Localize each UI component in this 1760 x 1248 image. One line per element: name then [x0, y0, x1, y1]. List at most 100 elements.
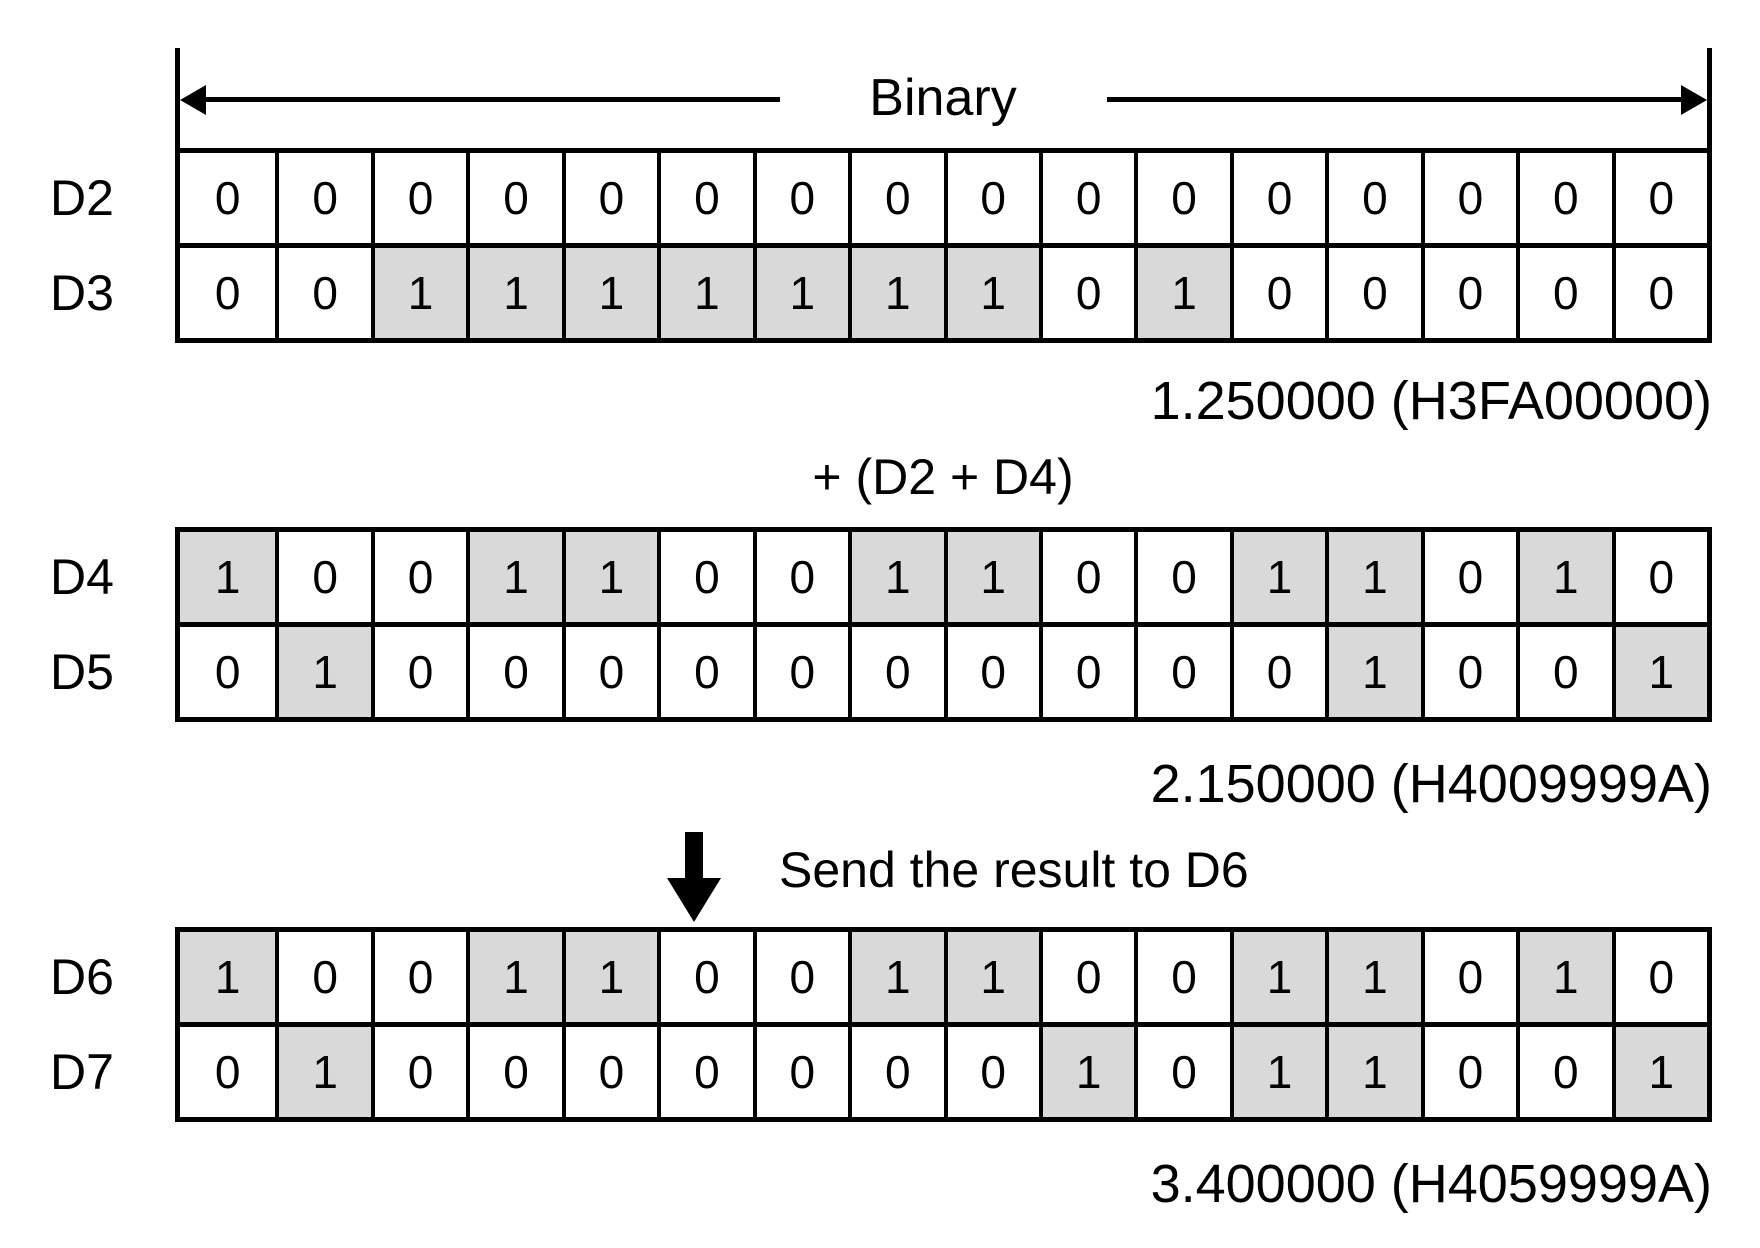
bit-cell-d4-12: 1: [1325, 532, 1421, 622]
bit-cell-d6-2: 0: [370, 932, 467, 1022]
bit-cell-d4-2: 0: [370, 532, 467, 622]
bit-cell-d3-11: 0: [1229, 248, 1326, 338]
bit-cell-d7-1: 1: [275, 1027, 371, 1117]
bit-cell-d2-7: 0: [848, 153, 944, 243]
result-value-d6-d7: 3.400000 (H4059999A): [1150, 1154, 1712, 1214]
bit-cell-d3-9: 0: [1038, 248, 1135, 338]
bit-cell-d3-3: 1: [466, 248, 562, 338]
bit-cell-d3-1: 0: [275, 248, 371, 338]
bit-cell-d3-2: 1: [370, 248, 467, 338]
bit-cell-d6-14: 1: [1516, 932, 1612, 1022]
bit-cell-d2-5: 0: [657, 153, 753, 243]
bit-cell-d4-6: 0: [752, 532, 849, 622]
bit-cell-d3-5: 1: [657, 248, 753, 338]
bit-cell-d6-11: 1: [1229, 932, 1326, 1022]
bit-cell-d5-7: 0: [848, 627, 944, 717]
bit-cell-d6-0: 1: [180, 932, 276, 1022]
bit-cell-d3-7: 1: [848, 248, 944, 338]
bit-cell-d2-2: 0: [370, 153, 467, 243]
bit-cell-d4-5: 0: [657, 532, 753, 622]
bit-cell-d5-10: 0: [1134, 627, 1230, 717]
bit-cell-d6-9: 0: [1038, 932, 1135, 1022]
bit-cell-d5-4: 0: [561, 627, 658, 717]
bit-cell-d6-7: 1: [848, 932, 944, 1022]
bit-cell-d7-12: 1: [1325, 1027, 1421, 1117]
bit-cell-d3-13: 0: [1420, 248, 1517, 338]
bit-cell-d4-11: 1: [1229, 532, 1326, 622]
bit-cell-d4-3: 1: [466, 532, 562, 622]
bit-cell-d5-14: 0: [1516, 627, 1612, 717]
bit-cell-d2-15: 0: [1611, 153, 1707, 243]
bit-cell-d2-4: 0: [561, 153, 658, 243]
bit-cell-d6-6: 0: [752, 932, 849, 1022]
bit-cell-d7-14: 0: [1516, 1027, 1612, 1117]
bit-cell-d4-0: 1: [180, 532, 276, 622]
bit-cell-d4-14: 1: [1516, 532, 1612, 622]
register-label-d6: D6: [50, 949, 114, 1005]
bit-cell-d5-0: 0: [180, 627, 276, 717]
bit-cell-d7-3: 0: [466, 1027, 562, 1117]
bit-cell-d3-4: 1: [561, 248, 658, 338]
bit-cell-d7-4: 0: [561, 1027, 658, 1117]
binary-span-left-tick: [175, 48, 180, 148]
register-label-d4: D4: [50, 549, 114, 605]
binary-arrow-shaft-left: [203, 97, 780, 102]
send-result-label: Send the result to D6: [779, 842, 1249, 898]
bit-cell-d7-2: 0: [370, 1027, 467, 1117]
bit-cell-d7-5: 0: [657, 1027, 753, 1117]
bit-cell-d5-5: 0: [657, 627, 753, 717]
bit-cell-d6-13: 0: [1420, 932, 1517, 1022]
bit-cell-d6-3: 1: [466, 932, 562, 1022]
bit-cell-d4-4: 1: [561, 532, 658, 622]
bit-cell-d5-1: 1: [275, 627, 371, 717]
bit-cell-d3-10: 1: [1134, 248, 1230, 338]
down-arrow-head: [667, 878, 721, 922]
bit-cell-d5-2: 0: [370, 627, 467, 717]
bit-cell-d2-9: 0: [1038, 153, 1135, 243]
bit-cell-d3-8: 1: [943, 248, 1039, 338]
bit-cell-d5-6: 0: [752, 627, 849, 717]
bit-cell-d7-15: 1: [1611, 1027, 1707, 1117]
bit-cell-d5-3: 0: [466, 627, 562, 717]
bit-cell-d6-12: 1: [1325, 932, 1421, 1022]
bit-cell-d5-15: 1: [1611, 627, 1707, 717]
bit-cell-d4-8: 1: [943, 532, 1039, 622]
binary-label: Binary: [869, 69, 1017, 127]
down-arrow-stem: [685, 832, 703, 884]
bit-cell-d4-7: 1: [848, 532, 944, 622]
bit-cell-d2-10: 0: [1134, 153, 1230, 243]
bit-cell-d3-12: 0: [1325, 248, 1421, 338]
bit-cell-d2-13: 0: [1420, 153, 1517, 243]
add-operation-label: + (D2 + D4): [812, 449, 1074, 505]
bit-cell-d6-4: 1: [561, 932, 658, 1022]
bit-cell-d6-1: 0: [275, 932, 371, 1022]
bit-cell-d7-6: 0: [752, 1027, 849, 1117]
bit-cell-d5-13: 0: [1420, 627, 1517, 717]
binary-arrowhead-left-icon: [180, 85, 206, 115]
bit-cell-d3-15: 0: [1611, 248, 1707, 338]
bit-cell-d2-14: 0: [1516, 153, 1612, 243]
bit-cell-d2-8: 0: [943, 153, 1039, 243]
register-label-d5: D5: [50, 644, 114, 700]
result-value-d4-d5: 2.150000 (H4009999A): [1150, 754, 1712, 814]
bit-cell-d5-12: 1: [1325, 627, 1421, 717]
bit-cell-d7-13: 0: [1420, 1027, 1517, 1117]
bit-cell-d6-5: 0: [657, 932, 753, 1022]
result-value-d2-d3: 1.250000 (H3FA00000): [1150, 371, 1712, 431]
bit-cell-d4-10: 0: [1134, 532, 1230, 622]
binary-span-right-tick: [1707, 48, 1712, 148]
bit-cell-d2-0: 0: [180, 153, 276, 243]
bit-cell-d6-15: 0: [1611, 932, 1707, 1022]
bit-cell-d2-12: 0: [1325, 153, 1421, 243]
bit-cell-d4-1: 0: [275, 532, 371, 622]
register-label-d2: D2: [50, 170, 114, 226]
bit-cell-d5-9: 0: [1038, 627, 1135, 717]
bit-cell-d7-7: 0: [848, 1027, 944, 1117]
